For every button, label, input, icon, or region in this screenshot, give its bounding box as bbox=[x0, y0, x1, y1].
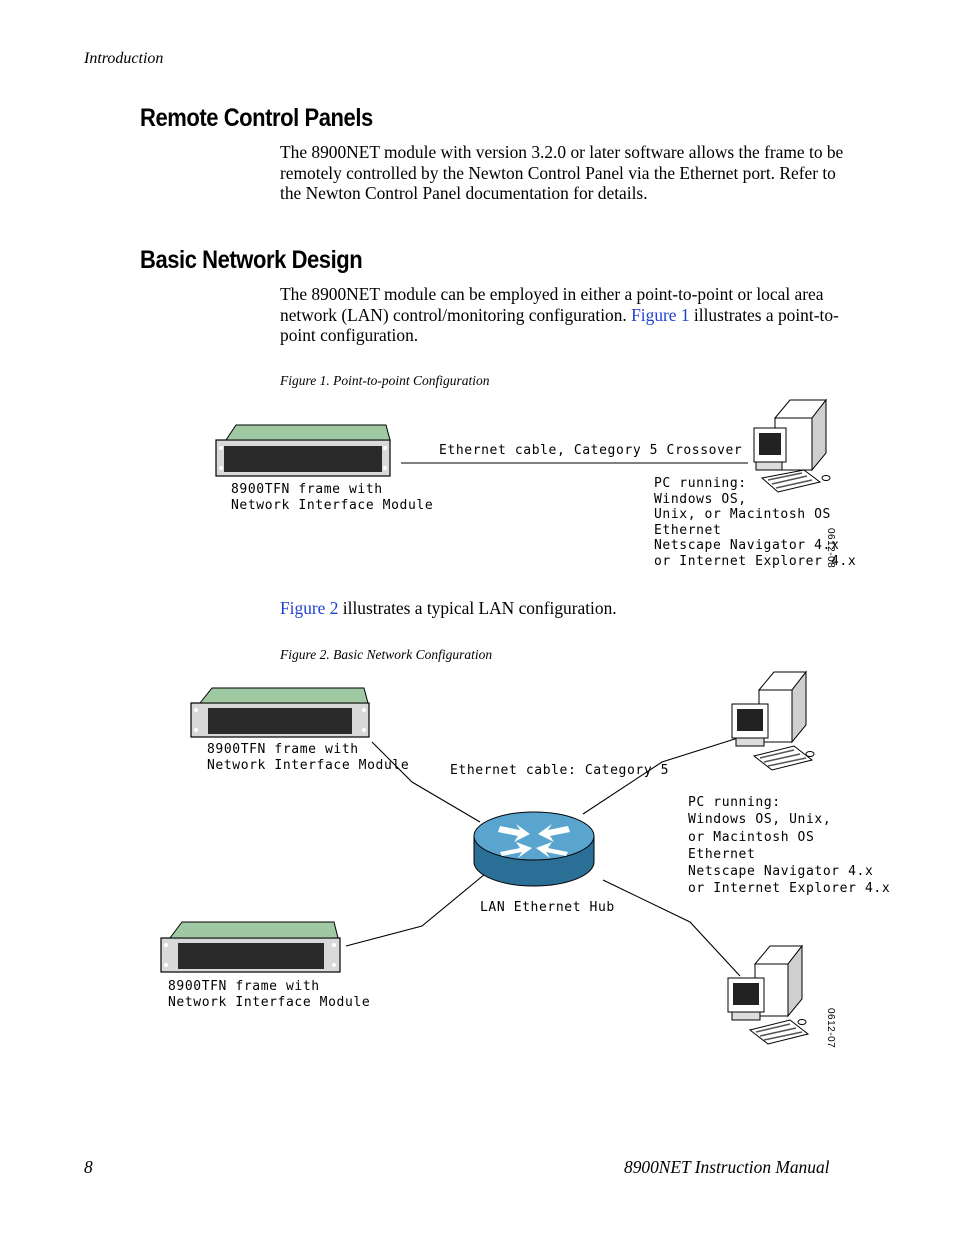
section-body-remote-control-panels: The 8900NET module with version 3.2.0 or… bbox=[280, 142, 844, 203]
figure-2-intro: Figure 2 illustrates a typical LAN confi… bbox=[280, 598, 845, 619]
figure-1-cable-label: Ethernet cable, Category 5 Crossover bbox=[439, 443, 743, 458]
figure-2-code: 0612-07 bbox=[825, 1008, 836, 1049]
section-title-basic-network-design: Basic Network Design bbox=[140, 246, 363, 274]
pc-label-line: Netscape Navigator 4.x bbox=[654, 538, 840, 553]
figure-2-link[interactable]: Figure 2 bbox=[280, 598, 339, 618]
figure-2-hub-label: LAN Ethernet Hub bbox=[480, 900, 615, 915]
pc-label-line: Ethernet bbox=[654, 522, 722, 538]
pc-label-line: Windows OS, bbox=[654, 491, 747, 507]
rack-frame-icon bbox=[215, 424, 391, 477]
figure-2-cable-label: Ethernet cable: Category 5 bbox=[450, 763, 670, 778]
pc-label-line: Netscape Navigator 4.x bbox=[688, 864, 874, 880]
figure-2-caption: Figure 2. Basic Network Configuration bbox=[280, 647, 493, 662]
pc-label-line: PC running: bbox=[654, 476, 747, 491]
figure-1-link[interactable]: Figure 1 bbox=[631, 304, 690, 325]
pc-icon bbox=[731, 670, 815, 771]
rack-frame-icon bbox=[160, 921, 341, 973]
pc-icon bbox=[727, 944, 810, 1045]
pc-label-line: Windows OS, Unix, bbox=[688, 812, 832, 828]
frame-label-line: 8900TFN frame with bbox=[231, 482, 383, 497]
frame-label-line: Network Interface Module bbox=[231, 497, 434, 513]
frame-label-line: 8900TFN frame with bbox=[207, 742, 359, 757]
section-title-remote-control-panels: Remote Control Panels bbox=[140, 104, 373, 132]
running-head: Introduction bbox=[84, 50, 164, 67]
pc-label-line: or Macintosh OS bbox=[688, 829, 815, 845]
frame-label-line: 8900TFN frame with bbox=[168, 979, 320, 994]
page-number: 8 bbox=[84, 1157, 93, 1177]
lan-hub-icon bbox=[473, 811, 595, 887]
pc-icon bbox=[753, 398, 831, 493]
body-text: The 8900NET module can be employed in ei… bbox=[280, 284, 824, 325]
frame-label-line: Network Interface Module bbox=[168, 994, 371, 1010]
rack-frame-icon bbox=[190, 687, 370, 738]
pc-label-line: or Internet Explorer 4.x bbox=[654, 553, 857, 569]
manual-title: 8900NET Instruction Manual bbox=[624, 1157, 830, 1177]
figure-1-caption: Figure 1. Point-to-point Configuration bbox=[280, 373, 490, 388]
figure-2-pc-label: PC running: Windows OS, Unix,or Macintosh… bbox=[688, 794, 890, 898]
section-body-basic-network-design: The 8900NET module can be employed in ei… bbox=[280, 284, 845, 346]
frame-label-line: Network Interface Module bbox=[207, 757, 410, 773]
pc-label-line: Unix, or Macintosh OS bbox=[654, 507, 831, 522]
pc-label-line: PC running: bbox=[688, 795, 781, 810]
pc-label-line: Ethernet bbox=[688, 846, 756, 862]
body-text: illustrates a point-to-point configurati… bbox=[280, 304, 839, 346]
figure-1-pc-label: PC running:Windows OS,Unix, or Macintosh… bbox=[654, 476, 856, 569]
body-text: illustrates a typical LAN configuration. bbox=[338, 598, 617, 618]
pc-label-line: or Internet Explorer 4.x bbox=[688, 881, 891, 897]
